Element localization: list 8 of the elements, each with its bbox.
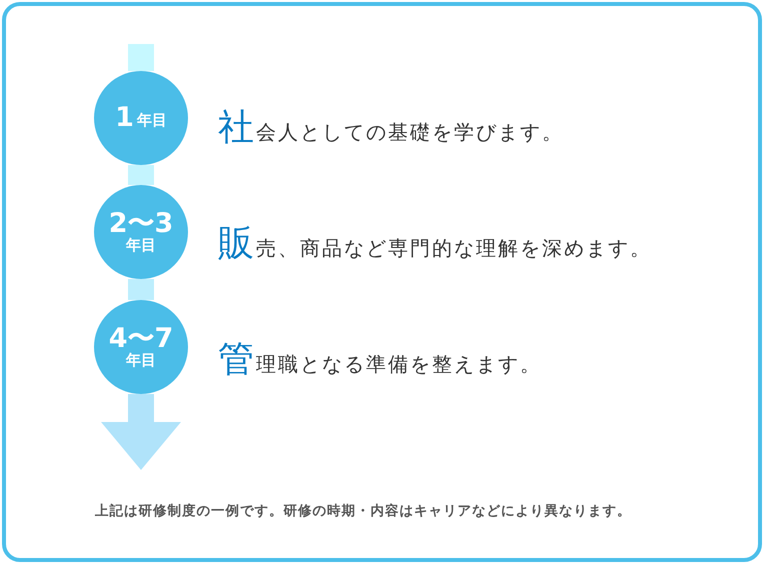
footnote-text: 上記は研修制度の一例です。研修の時期・内容はキャリアなどにより異なります。 [95,502,632,520]
description-text: 社会人としての基礎を学びます。 [218,106,564,150]
timeline-band [128,165,154,185]
description-text: 販売、商品など専門的な理解を深めます。 [218,222,652,266]
timeline-arrow [101,394,181,470]
description-text: 管理職となる準備を整えます。 [218,338,542,382]
timeline-band [128,279,154,300]
timeline-band [128,44,154,71]
